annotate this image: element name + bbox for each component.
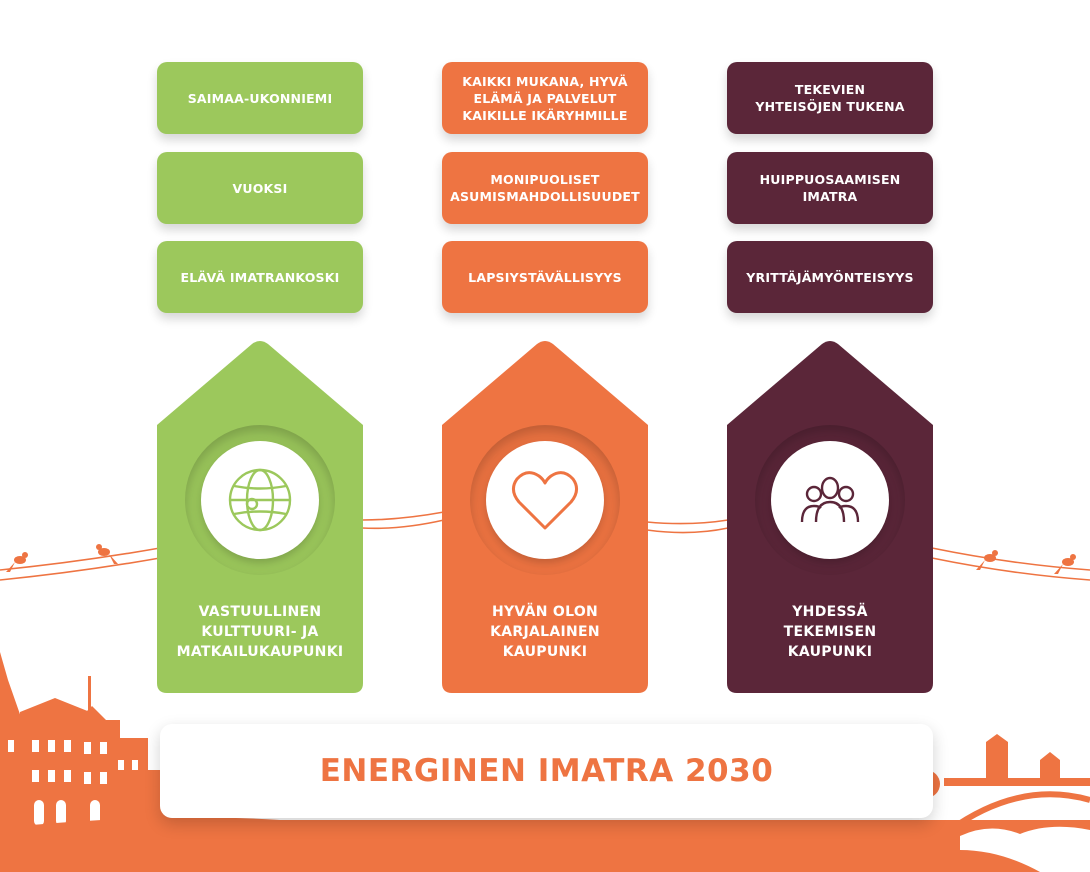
priority-box-tekevien-yhteisojen: TEKEVIEN YHTEISÖJEN TUKENA <box>727 62 933 134</box>
bird-2 <box>96 544 118 564</box>
priority-box-yrittajamyonteisyys: YRITTÄJÄMYÖNTEISYYS <box>727 241 933 313</box>
pillar-label: HYVÄN OLON KARJALAINEN KAUPUNKI <box>490 604 600 660</box>
priority-box-asumismahdollisuudet: MONIPUOLISET ASUMISMAHDOLLISUUDET <box>442 152 648 224</box>
priority-box-kaikki-mukana: KAIKKI MUKANA, HYVÄ ELÄMÄ JA PALVELUT KA… <box>442 62 648 134</box>
bridge-arch <box>948 791 1090 833</box>
ground-band <box>0 817 1090 872</box>
people-icon <box>800 476 860 523</box>
vision-title: ENERGINEN IMATRA 2030 <box>319 753 774 789</box>
pillar-wellbeing: HYVÄN OLON KARJALAINEN KAUPUNKI <box>442 340 648 693</box>
icon-disc <box>771 441 889 559</box>
pillar-label: YHDESSÄ TEKEMISEN KAUPUNKI <box>783 604 877 660</box>
priority-box-lapsiystavallisyys: LAPSIYSTÄVÄLLISYYS <box>442 241 648 313</box>
bird-3 <box>976 550 998 570</box>
icon-disc <box>486 441 604 559</box>
left-city-windows <box>8 740 138 826</box>
pillar-label: VASTUULLINEN KULTTUURI- JA MATKAILUKAUPU… <box>176 604 344 660</box>
priority-box-huippuosaamisen: HUIPPUOSAAMISEN IMATRA <box>727 152 933 224</box>
icon-disc <box>201 441 319 559</box>
heart-icon <box>512 471 578 530</box>
pillar-together: YHDESSÄ TEKEMISEN KAUPUNKI <box>727 340 933 693</box>
priority-box-saimaa-ukonniemi: SAIMAA-UKONNIEMI <box>157 62 363 134</box>
priority-box-vuoksi: VUOKSI <box>157 152 363 224</box>
vision-banner: ENERGINEN IMATRA 2030 <box>160 724 933 818</box>
power-lines <box>0 511 1090 581</box>
bird-4 <box>1054 554 1076 574</box>
globe-icon <box>228 468 292 532</box>
priority-box-elava-imatrankoski: ELÄVÄ IMATRANKOSKI <box>157 241 363 313</box>
water-foam <box>960 826 1090 872</box>
bird-silhouettes <box>6 544 1076 574</box>
pillar-culture-tourism: VASTUULLINEN KULTTUURI- JA MATKAILUKAUPU… <box>157 340 363 693</box>
bird-1 <box>6 552 28 572</box>
